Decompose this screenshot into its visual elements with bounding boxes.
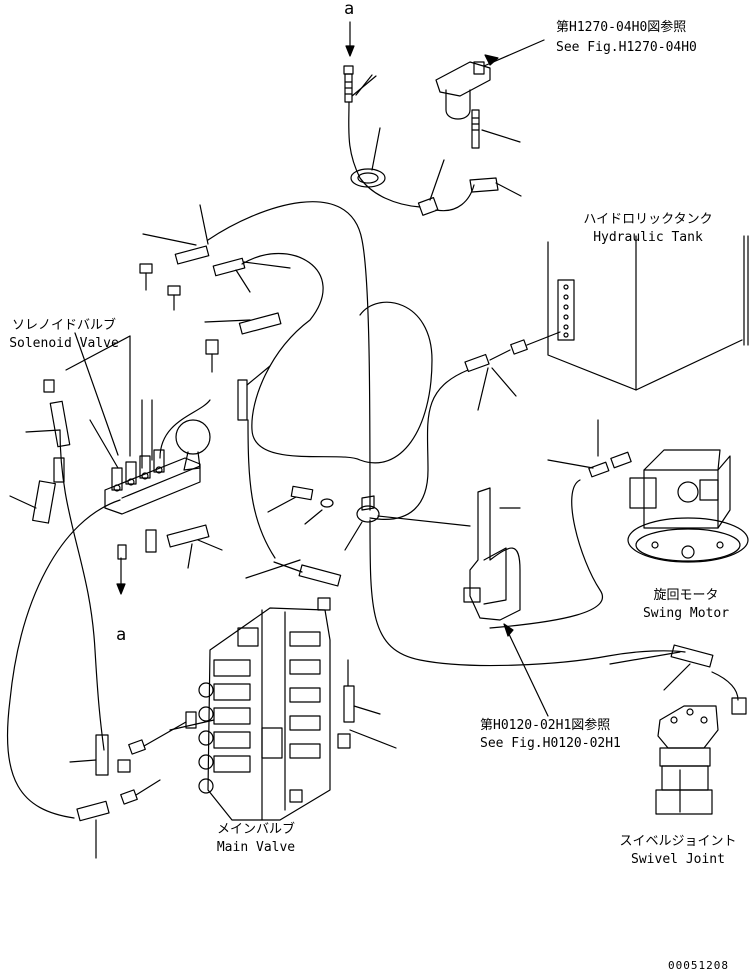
label-leaders — [351, 75, 377, 97]
hydraulic-tank-label-jp: ハイドロリックタンク — [583, 212, 713, 227]
main-valve-label-jp: メインバルブ — [216, 822, 295, 837]
marker-a-bottom: a — [116, 625, 127, 645]
swing-motor-label-en: Swing Motor — [642, 606, 730, 621]
filter-unit — [435, 39, 545, 120]
ref-mid-jp: 第H0120-02H1図参照 — [480, 718, 611, 733]
hydraulic-tank-label-en: Hydraulic Tank — [593, 230, 703, 245]
solenoid-valve-label-jp: ソレノイドバルブ — [11, 318, 116, 333]
ref-top-jp: 第H1270-04H0図参照 — [556, 20, 687, 35]
marker-a-top-arrow — [345, 21, 355, 57]
bracket-plate — [463, 487, 549, 717]
swing-motor — [489, 419, 749, 629]
main-valve — [169, 607, 331, 821]
ref-top-en: See Fig.H1270-04H0 — [556, 40, 697, 55]
swivel-joint — [609, 644, 747, 815]
solenoid-fittings — [9, 204, 291, 569]
main-valve-label-en: Main Valve — [216, 840, 296, 855]
drawing-number: 00051208 — [668, 959, 729, 972]
swivel-joint-label-en: Swivel Joint — [631, 852, 725, 867]
marker-a-bottom-arrow — [116, 557, 126, 595]
solenoid-valve — [65, 332, 211, 515]
top-hose-assembly — [343, 65, 522, 216]
tank-return-hose — [369, 367, 517, 520]
hydraulic-tank — [464, 235, 749, 391]
center-clamp — [267, 485, 471, 551]
swivel-joint-label-jp: スイベルジョイント — [619, 834, 737, 849]
pilot-hoses — [6, 201, 686, 819]
marker-a-top: a — [344, 0, 355, 19]
main-valve-fittings — [69, 559, 397, 859]
ref-mid-en: See Fig.H0120-02H1 — [480, 736, 621, 751]
swing-motor-label-jp: 旋回モータ — [653, 588, 719, 603]
solenoid-valve-label-en: Solenoid Valve — [9, 336, 119, 351]
